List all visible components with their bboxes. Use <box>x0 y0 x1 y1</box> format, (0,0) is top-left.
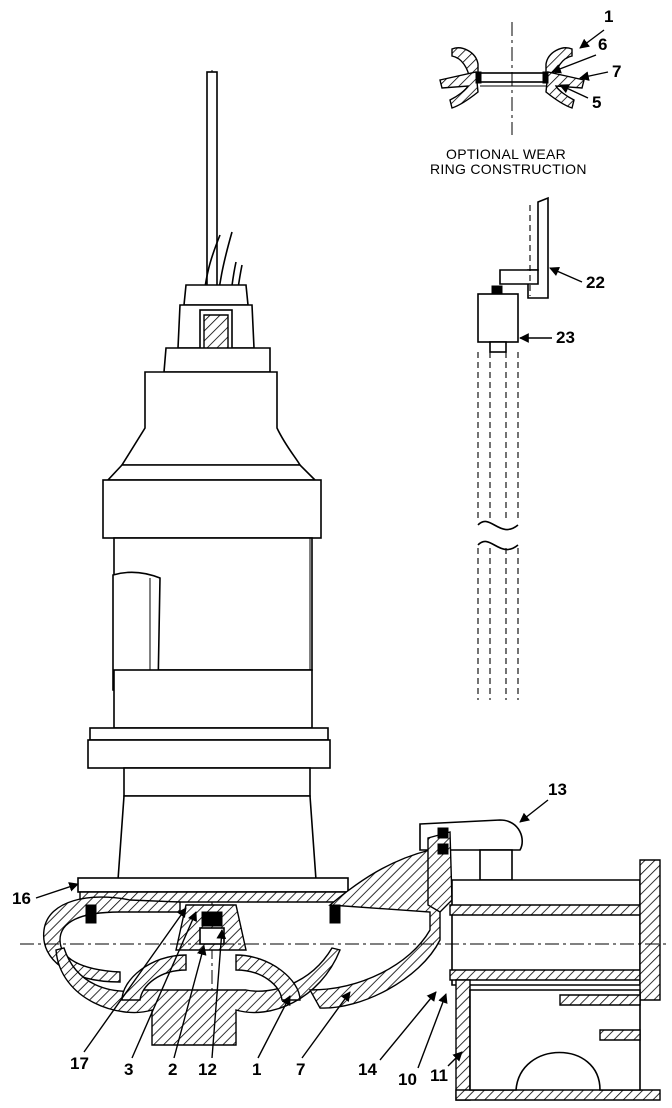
pump-callouts: 16 17 3 2 12 1 7 14 10 11 <box>12 882 463 1089</box>
inset-callout-6: 6 <box>598 35 607 54</box>
callout-10: 10 <box>398 1070 417 1089</box>
callout-2: 2 <box>168 1060 177 1079</box>
inset-callout-5: 5 <box>592 93 601 112</box>
callout-23: 23 <box>556 328 575 347</box>
rail-callouts: 22 23 13 <box>519 267 605 823</box>
callout-1: 1 <box>252 1060 261 1079</box>
inset-callouts: 1 6 7 5 <box>551 7 621 112</box>
callout-7: 7 <box>296 1060 305 1079</box>
inset-caption-line1: OPTIONAL WEAR <box>446 146 566 162</box>
callout-11: 11 <box>430 1066 448 1085</box>
callout-22: 22 <box>586 273 605 292</box>
callout-3: 3 <box>124 1060 133 1079</box>
callout-12: 12 <box>198 1060 217 1079</box>
inset-callout-1: 1 <box>604 7 613 26</box>
callout-13: 13 <box>548 780 567 799</box>
motor-assembly <box>87 70 331 990</box>
inset-caption-line2: RING CONSTRUCTION <box>430 161 587 177</box>
inset-callout-7: 7 <box>612 62 621 81</box>
guide-rail-pipe <box>477 352 519 700</box>
callout-17: 17 <box>70 1054 89 1073</box>
wear-ring-inset <box>439 22 585 135</box>
callout-16: 16 <box>12 889 31 908</box>
callout-14: 14 <box>358 1060 377 1079</box>
guide-rail-bracket <box>477 196 549 353</box>
